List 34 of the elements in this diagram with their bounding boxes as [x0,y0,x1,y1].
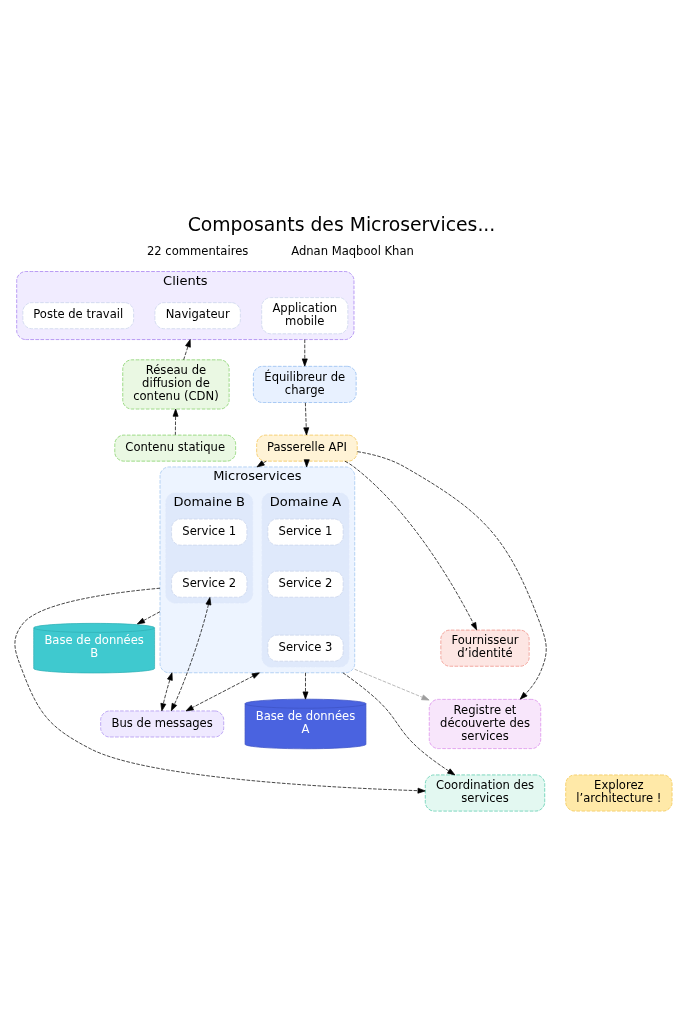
node-box: Service 1 [171,518,248,546]
arrow [303,402,310,436]
node-box: Application mobile [261,297,349,335]
arrow [183,339,191,361]
label: 22 commentaires [146,244,249,259]
node-box: Réseau de diffusion de contenu (CDN) [122,359,230,410]
node-box: Service 1 [267,518,344,546]
arrow [256,460,267,468]
arrow [172,408,179,436]
node-box: Contenu statique [114,434,236,462]
node-box: Équilibreur de charge [253,365,357,403]
arrow [357,451,547,700]
node-box: Explorez l’architecture ! [565,774,673,812]
node-box: Bus de messages [100,710,225,738]
node-box: Service 3 [267,634,344,662]
node-box: Service 2 [171,570,248,598]
arrow [170,597,212,712]
arrow [302,672,309,700]
node-box: Coordination des services [424,774,546,812]
arrow [185,672,260,712]
arrow [354,668,430,701]
node-box: Fournisseur d’identité [440,629,530,667]
diagram-title: Composants des Microservices... [187,213,496,235]
node-box: Service 2 [267,570,344,598]
label: Adnan Maqbool Khan [291,244,414,259]
node-box: Registre et découverte des services [428,699,542,749]
node-box: Poste de travail [22,302,134,330]
node-box: Navigateur [154,302,241,330]
arrow [344,460,478,631]
arrow [136,611,161,625]
arrow [14,587,426,794]
arrow [342,672,456,776]
arrow [301,339,308,367]
arrow [160,672,173,712]
